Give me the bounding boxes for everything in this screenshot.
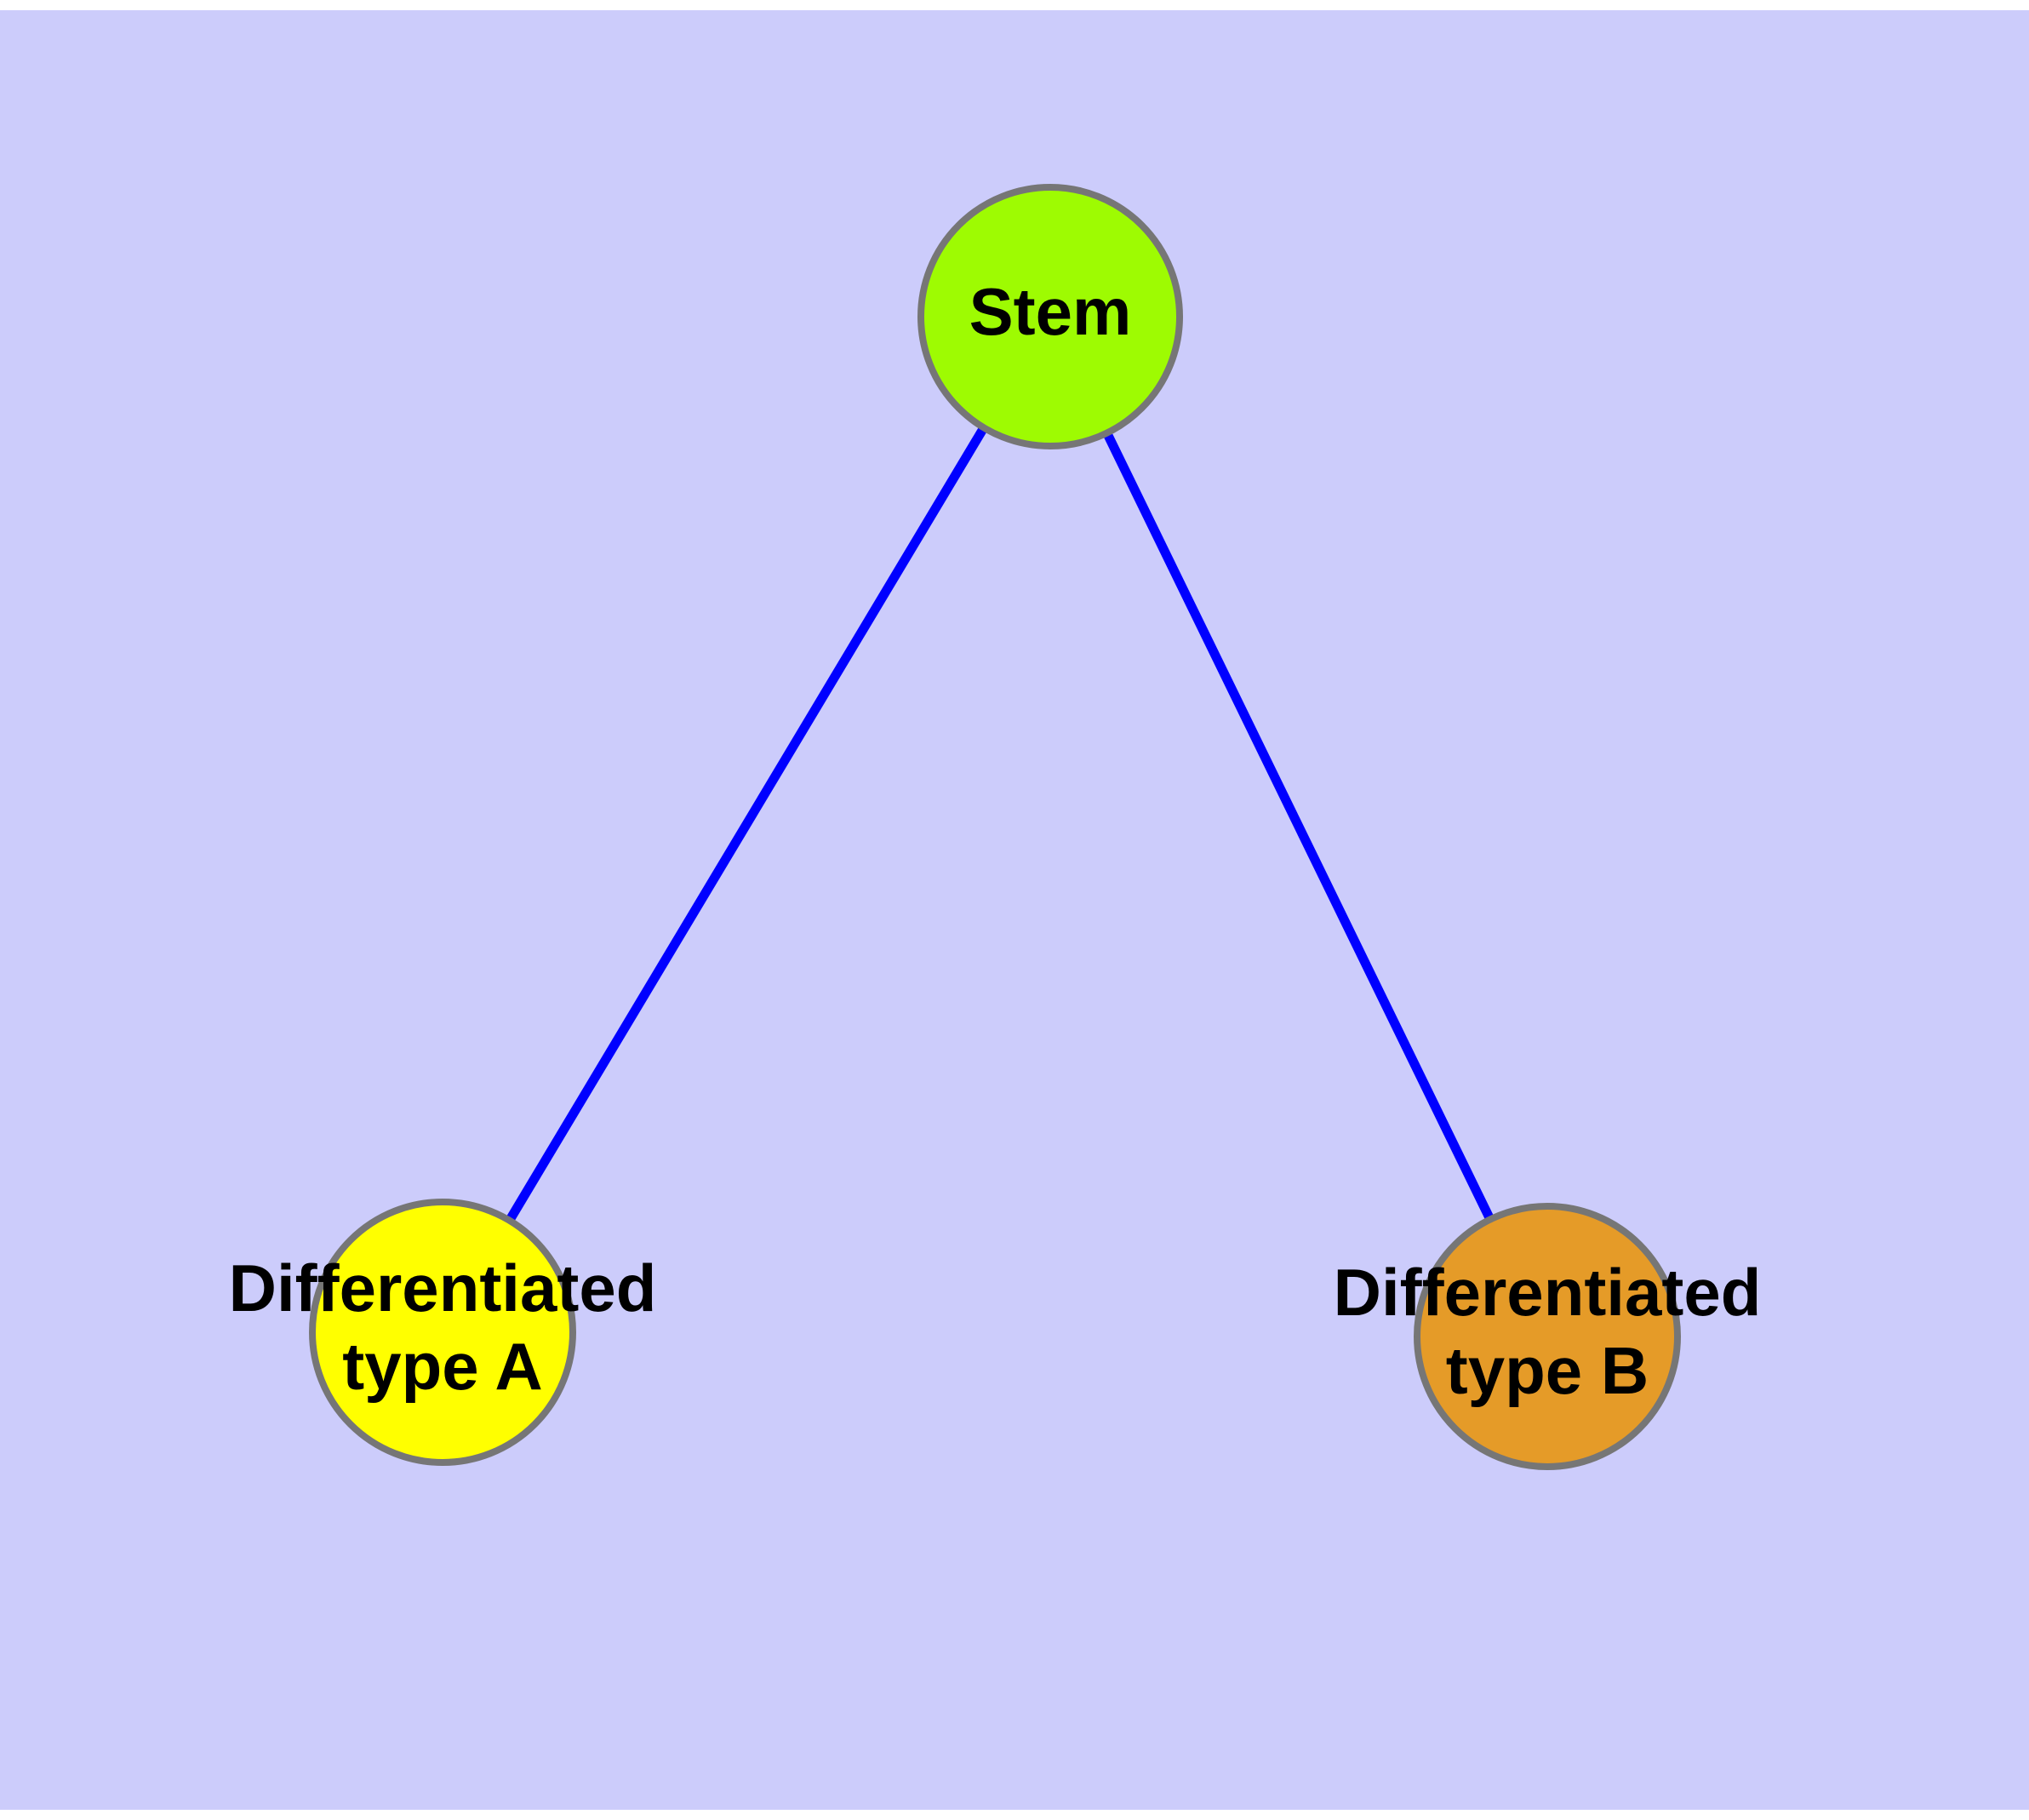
graph-node-diff_a[interactable]: [309, 1199, 576, 1466]
graph-node-label-line: type B: [1446, 1333, 1649, 1408]
graph-node-label-line: Stem: [969, 274, 1132, 349]
graph-node-label-line: type A: [342, 1329, 543, 1404]
graph-edge-stem-diff_a: [503, 422, 990, 1226]
graph-node-stem[interactable]: [917, 184, 1183, 449]
nodes-layer: [309, 184, 1681, 1470]
edges-layer: [503, 422, 1496, 1226]
graph-node-label-line: Differentiated: [229, 1251, 657, 1325]
graph-node-diff_b[interactable]: [1414, 1203, 1681, 1470]
graph-node-label-line: Differentiated: [1334, 1255, 1762, 1330]
graph-node-label-stem: Stem: [969, 274, 1132, 349]
graph-edge-stem-diff_b: [1100, 427, 1496, 1225]
